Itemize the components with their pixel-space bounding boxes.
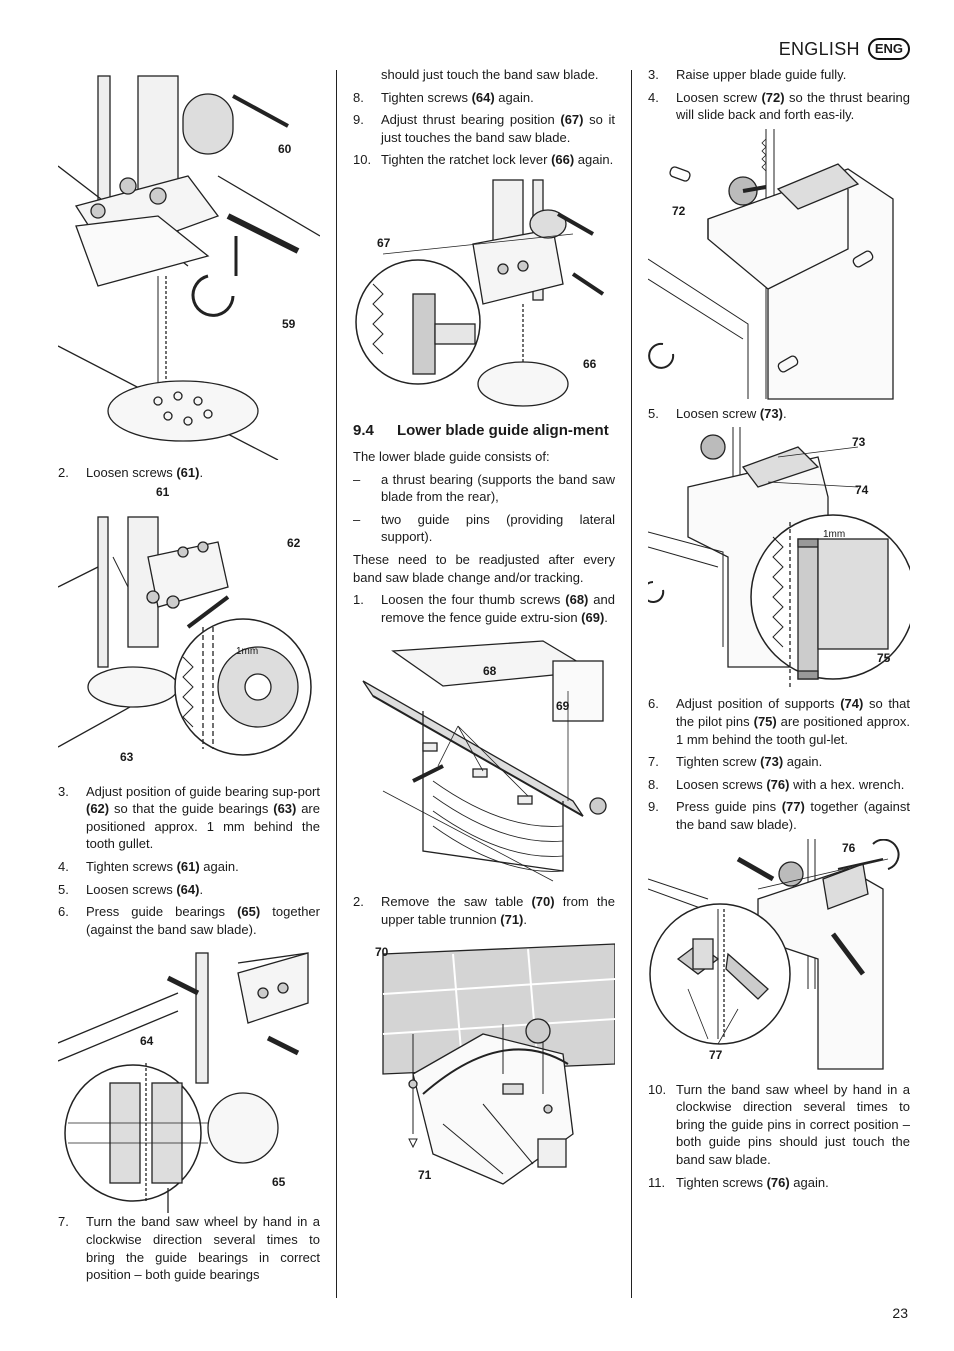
step-10-tighten-lever: 10. Tighten the ratchet lock lever (66) … [353, 152, 614, 168]
thrust-bearing-illustration [355, 179, 605, 407]
callout-74: 74 [855, 483, 869, 498]
step-3-adjust-support: 3. Adjust position of guide bearing sup-… [58, 783, 320, 852]
callout-63: 63 [120, 749, 134, 764]
column-middle: should just touch the band saw blade. 8.… [353, 66, 615, 1196]
callout-64: 64 [140, 1034, 154, 1049]
step-7-turn-wheel: 7. Turn the band saw wheel by hand in a … [58, 1214, 320, 1283]
step-11-tighten-screws: 11. Tighten screws (76) again. [648, 1174, 829, 1190]
step-9-press-pins: 9. Press guide pins (77) together (again… [648, 799, 910, 832]
page-number: 23 [892, 1305, 908, 1321]
figure-guide-bearing-support: 61 62 1mm 63 [58, 484, 320, 783]
column-left: 60 59 2. Loosen screws (61). 61 62 1mm 6… [58, 66, 320, 1289]
step-8-loosen-screws: 8. Loosen screws (76) with a hex. wrench… [648, 776, 905, 792]
callout-62: 62 [287, 535, 301, 550]
step-2-loosen-screws: 2. Loosen screws (61). [58, 465, 204, 480]
header-title: ENGLISH [778, 38, 860, 59]
step-7-continuation: should just touch the band saw blade. [381, 67, 599, 82]
column-right: 3. Raise upper blade guide fully. 4. Loo… [648, 66, 910, 1196]
measure-1mm: 1mm [236, 645, 259, 657]
figure-supports-pilot-pins: 73 74 1mm 75 [648, 427, 910, 695]
supports-illustration [648, 427, 910, 688]
callout-69: 69 [556, 699, 570, 714]
figure-guide-bearings-press: 64 65 [58, 943, 320, 1214]
callout-59: 59 [282, 317, 296, 331]
callout-73: 73 [852, 435, 866, 450]
figure-upper-guide: 60 59 [58, 66, 320, 460]
guide-bearing-illustration [58, 515, 312, 756]
step-3-raise-guide: 3. Raise upper blade guide fully. [648, 67, 847, 82]
figure-fence-guide: 68 69 [353, 631, 615, 893]
step-9-adjust-thrust: 9. Adjust thrust bearing position (67) s… [353, 112, 615, 145]
step-7-tighten-screw: 7. Tighten screw (73) again. [648, 754, 823, 770]
callout-68: 68 [483, 664, 497, 679]
callout-72: 72 [672, 203, 686, 218]
press-bearings-illustration [58, 952, 309, 1214]
step-6-press-bearings: 6. Press guide bearings (65) together (a… [58, 904, 320, 937]
callout-76: 76 [842, 840, 856, 855]
callout-75: 75 [877, 651, 891, 666]
callout-70: 70 [375, 944, 389, 959]
callout-71: 71 [418, 1167, 432, 1182]
step-1-loosen-thumb-screws: 1. Loosen the four thumb screws (68) and… [353, 592, 615, 625]
upper-guide-illustration [58, 75, 320, 460]
step-5-loosen-screw: 5. Loosen screw (73). [648, 405, 787, 421]
saw-table-illustration [382, 942, 615, 1185]
callout-65: 65 [272, 1175, 286, 1190]
callout-77: 77 [709, 1047, 723, 1062]
section-intro: The lower blade guide consists of: [353, 448, 550, 464]
callout-66: 66 [583, 356, 597, 371]
lower-thrust-illustration [648, 128, 894, 400]
readjust-note: These need to be readjusted after every … [353, 551, 615, 585]
bullet-thrust-bearing: – a thrust bearing (supports the band sa… [353, 471, 615, 505]
step-8-tighten-screws: 8. Tighten screws (64) again. [353, 89, 534, 105]
guide-pins-illustration [648, 838, 900, 1070]
step-4-loosen-screw: 4. Loosen screw (72) so the thrust beari… [648, 89, 910, 123]
step-2-remove-table: 2. Remove the saw table (70) from the up… [353, 894, 616, 927]
page-header: ENGLISH ENG [779, 38, 910, 60]
callout-67: 67 [377, 235, 391, 250]
figure-guide-pins: 76 77 [648, 838, 910, 1081]
callout-61: 61 [156, 484, 170, 499]
column-divider [336, 70, 337, 1298]
step-6-adjust-supports: 6. Adjust position of supports (74) so t… [648, 696, 910, 747]
figure-thrust-bearing: 67 66 [353, 174, 615, 416]
measure-1mm: 1mm [823, 529, 846, 541]
step-4-tighten-screws: 4. Tighten screws (61) again. [58, 858, 239, 874]
step-10-turn-wheel: 10. Turn the band saw wheel by hand in a… [648, 1081, 910, 1167]
figure-saw-table: 70 71 [353, 934, 615, 1196]
bullet-guide-pins: – two guide pins (providing lateral supp… [353, 511, 615, 545]
step-5-loosen-screws: 5. Loosen screws (64). [58, 881, 204, 897]
figure-thrust-bearing-lower: 72 [648, 128, 910, 405]
section-heading-9-4: 9.4 Lower blade guide align-ment [353, 421, 609, 439]
column-divider [631, 70, 632, 1298]
callout-60: 60 [278, 142, 292, 156]
fence-guide-illustration [362, 640, 607, 882]
language-badge: ENG [867, 38, 910, 60]
